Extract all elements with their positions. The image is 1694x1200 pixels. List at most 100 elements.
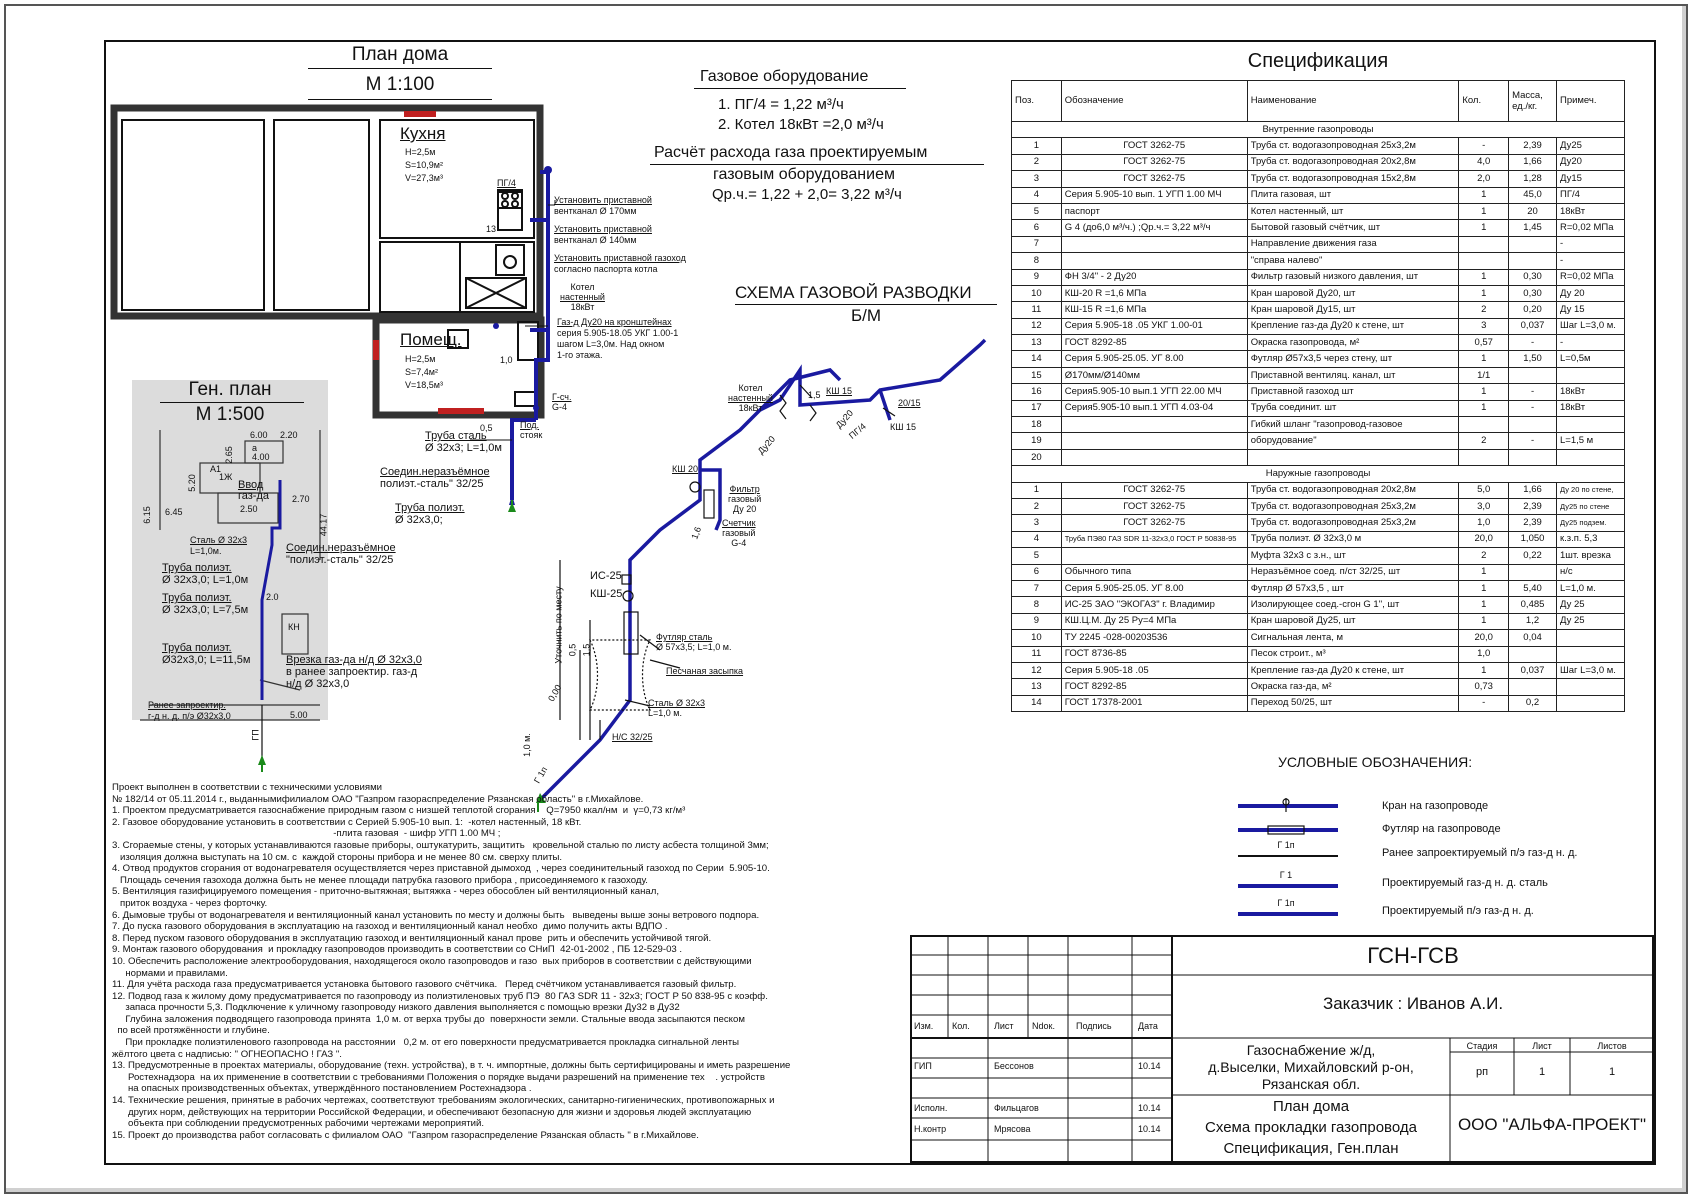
table-cell: 14 <box>1011 694 1062 713</box>
room-v: V=18,5м³ <box>405 380 443 390</box>
project-notes: Проект выполнен в соответствии с техниче… <box>112 782 912 1141</box>
spec-header: Наименование <box>1246 80 1460 122</box>
calc-underline <box>650 164 984 165</box>
legend-text-1: Кран на газопроводе <box>1382 800 1489 812</box>
tb-date-2: 10.14 <box>1138 1103 1161 1113</box>
tb-name-2: Фильцагов <box>994 1103 1039 1113</box>
spec-title: Спецификация <box>1247 50 1389 72</box>
scheme-ksh15b: КШ 15 <box>890 422 917 432</box>
plan-dim-10: 1,0 <box>500 355 513 365</box>
tb-role-2: Исполн. <box>914 1103 948 1113</box>
drawing-frame <box>104 40 1656 1165</box>
note-line: жёлтого цвета с надписью: " ОГНЕОПАСНО !… <box>112 1048 342 1060</box>
kitchen-h: H=2,5м <box>405 147 436 157</box>
note-line: нормами и правилами. <box>112 967 228 979</box>
kitchen-s: S=10,9м² <box>405 160 443 170</box>
note-line: 4. Отвод продуктов сгорания от водонагре… <box>112 863 770 875</box>
plan-dim-05: 0,5 <box>480 423 493 433</box>
tb-stage-value: рп <box>1475 1066 1489 1078</box>
genplan-dim-400: 4.00 <box>252 452 270 462</box>
tb-company: ООО "АЛЬФА-ПРОЕКТ" <box>1457 1115 1647 1134</box>
scheme-subtitle: Б/М <box>850 306 882 325</box>
note-line: 6. Дымовые трубы от водонагревателя и ве… <box>112 909 760 921</box>
table-cell: Переход 50/25, шт <box>1246 694 1460 713</box>
equipment-underline <box>694 88 906 89</box>
genplan-zh: 1Ж <box>219 472 233 482</box>
note-line: 14. Технические решения, принятые в рабо… <box>112 1095 775 1107</box>
genplan-kn: КН <box>288 622 300 632</box>
genplan-a: а <box>252 443 258 453</box>
plan-dim-13: 13 <box>486 224 497 234</box>
equipment-line2: 2. Котел 18кВт =2,0 м³/ч <box>718 116 884 133</box>
spec-table: Поз. Обозначение Наименование Кол. Масса… <box>1011 80 1626 713</box>
tb-sheets-value: 1 <box>1608 1066 1616 1078</box>
scheme-ns-label: Н/С 32/25 <box>612 732 653 742</box>
outer-frame <box>4 4 1688 1194</box>
kitchen-name: Кухня <box>400 124 446 143</box>
table-cell <box>1555 694 1626 713</box>
scheme-d15: 1,5 <box>808 390 821 400</box>
plan-title: План дома <box>351 44 449 65</box>
note-line: изоляция должна выступать на 10 см. с ка… <box>112 851 563 863</box>
note-line: Глубина заложения подводящего газопровод… <box>112 1013 745 1025</box>
pg4-label: ПГ/4 <box>497 178 516 188</box>
plan-riser-label: Под. <box>520 420 540 430</box>
plan-scale-underline <box>308 99 492 100</box>
note-line: Проект выполнен в соответствии с техниче… <box>112 782 383 793</box>
tb-header-ndok: Ndoк. <box>1032 1021 1055 1031</box>
tb-header-izm: Изм. <box>914 1021 934 1031</box>
note-line: Площадь сечения газохода должна быть не … <box>112 874 648 886</box>
note-line: 10. Обеспечить расположение электрообору… <box>112 955 752 967</box>
scheme-sand-label: Песчаная засыпка <box>666 666 744 676</box>
room-name: Помещ. <box>400 330 462 349</box>
genplan-dim-645: 6.45 <box>165 507 183 517</box>
legend-text-4: Проектируемый газ-д н. д. сталь <box>1382 877 1548 889</box>
genplan-dim-270: 2.70 <box>292 494 310 504</box>
note-line: других норм, действующих на территории Р… <box>112 1106 752 1118</box>
note-line: 11. Для учёта расхода газа предусматрива… <box>112 979 737 991</box>
note-line: объекта при соблюдении предусмотренных р… <box>112 1118 485 1130</box>
tb-date-1: 10.14 <box>1138 1061 1161 1071</box>
plan-riser-label2: стояк <box>520 430 543 440</box>
legend-code-5: Г 1п <box>1277 898 1295 908</box>
genplan-dim-250: 2.50 <box>240 504 258 514</box>
genplan-dim-20: 2.0 <box>266 592 279 602</box>
genplan-title-underline <box>160 402 304 403</box>
table-cell: - <box>1458 694 1510 713</box>
note-line: 5. Вентиляция газифицируемого помещения … <box>112 886 659 898</box>
note-line: 15. Проект до производства работ согласо… <box>112 1129 699 1141</box>
note-line: 13. Предусмотренные в проектах материалы… <box>112 1060 791 1072</box>
equipment-title: Газовое оборудование <box>700 68 869 85</box>
note-line: 7. До пуска газового оборудования в эксп… <box>112 921 668 933</box>
genplan-joint-label: Соедин.неразъёмное"полиэт.-сталь" 32/25 <box>286 542 396 566</box>
genplan-earlier-label: Ранее запроектир.г-д н. д. п/э Ø32х3,0 <box>148 700 231 721</box>
note-line: на опасных производственных объектах, ут… <box>112 1083 532 1095</box>
genplan-dim-600: 6.00 <box>250 430 268 440</box>
calc-title-1: Расчёт расхода газа проектируемым <box>654 144 928 161</box>
scheme-title-underline <box>735 304 997 305</box>
